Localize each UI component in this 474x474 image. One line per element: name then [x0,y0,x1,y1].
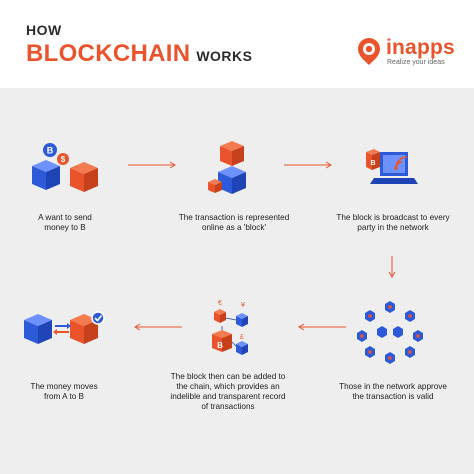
step3-laptop-broadcast-icon: B [366,149,418,184]
step6-transfer-icon [24,311,105,344]
bitcoin-symbol: B [47,146,54,156]
arrow-1-to-2 [128,161,176,169]
header: HOW BLOCKCHAIN WORKS inapps Realize your … [0,0,474,88]
checkmark-badge-icon [91,311,105,325]
step5-bitcoin-symbol: B [217,341,223,350]
euro-symbol: € [218,300,222,307]
step4-network-icon [357,301,423,364]
title-blockchain: BLOCKCHAIN [26,40,191,67]
logo-name: inapps [386,36,455,59]
step2-block-icon [208,141,246,194]
step5-chain-icon: B € ¥ £ [212,300,248,355]
arrow-3-to-4 [388,256,396,278]
arrow-5-to-6 [134,323,182,331]
title-works: WORKS [196,48,253,64]
title-row: BLOCKCHAIN WORKS [26,40,253,68]
step3-bitcoin-symbol: B [370,160,375,167]
step1-cubes-icon: B $ [32,143,98,192]
dollar-coin-icon [57,153,69,165]
bitcoin-coin-icon [43,143,57,157]
logo-tagline: Realize your ideas [387,59,445,66]
arrow-4-to-5 [298,323,346,331]
inapps-logo-icon [358,38,380,65]
title-how: HOW [26,22,62,38]
dollar-symbol: $ [61,155,66,164]
pound-symbol: £ [240,334,244,341]
yen-symbol: ¥ [241,302,245,309]
arrow-2-to-3 [284,161,332,169]
